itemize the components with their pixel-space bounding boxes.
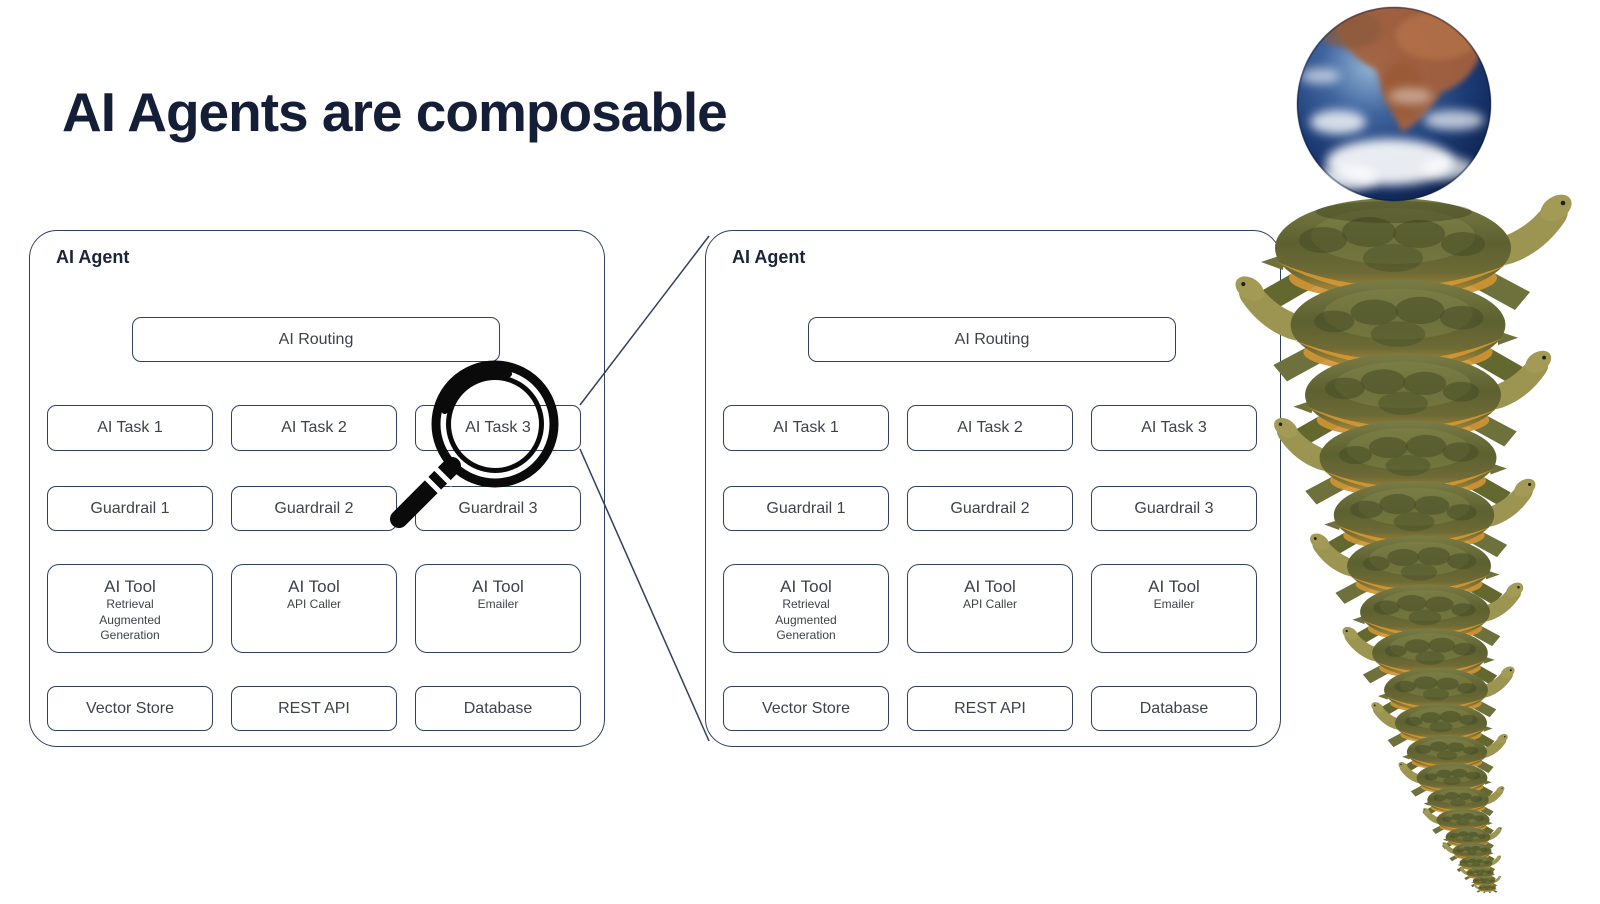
ai-task-1-box: AI Task 1 [723, 405, 889, 451]
vector-store-box: Vector Store [47, 686, 213, 731]
agent-panel-label: AI Agent [732, 247, 806, 267]
page-title: AI Agents are composable [62, 81, 728, 143]
ai-tool-rag-box: AI Tool Retrieval Augmented Generation [47, 564, 213, 653]
ai-tool-subtitle: Emailer [1153, 597, 1195, 612]
ai-tool-title: AI Tool [964, 577, 1016, 596]
ai-tool-subtitle: Retrieval Augmented Generation [775, 597, 837, 643]
ai-tool-title: AI Tool [1148, 577, 1200, 596]
agent-panel-right: AI Agent AI Routing AI Task 1 AI Task 2 … [705, 230, 1281, 747]
ai-tool-emailer-box: AI Tool Emailer [415, 564, 581, 653]
ai-tool-emailer-box: AI Tool Emailer [1091, 564, 1257, 653]
guardrail-2-box: Guardrail 2 [907, 486, 1073, 531]
ai-tool-title: AI Tool [104, 577, 156, 596]
ai-routing-box: AI Routing [132, 317, 500, 362]
guardrail-2-box: Guardrail 2 [231, 486, 397, 531]
ai-tool-subtitle: API Caller [286, 597, 342, 612]
guardrail-1-box: Guardrail 1 [723, 486, 889, 531]
ai-tool-subtitle: Retrieval Augmented Generation [99, 597, 161, 643]
ai-task-2-box: AI Task 2 [231, 405, 397, 451]
turtle-stack-image [1230, 189, 1577, 894]
earth-image [1296, 6, 1492, 202]
rest-api-box: REST API [907, 686, 1073, 731]
database-box: Database [1091, 686, 1257, 731]
rest-api-box: REST API [231, 686, 397, 731]
ai-tool-api-caller-box: AI Tool API Caller [907, 564, 1073, 653]
guardrail-3-box: Guardrail 3 [1091, 486, 1257, 531]
ai-tool-subtitle: API Caller [962, 597, 1018, 612]
ai-task-3-box: AI Task 3 [415, 405, 581, 451]
agent-panel-label: AI Agent [56, 247, 130, 267]
guardrail-3-box: Guardrail 3 [415, 486, 581, 531]
ai-task-2-box: AI Task 2 [907, 405, 1073, 451]
agent-panel-left: AI Agent AI Routing AI Task 1 AI Task 2 … [29, 230, 605, 747]
ai-tool-title: AI Tool [780, 577, 832, 596]
database-box: Database [415, 686, 581, 731]
ai-tool-title: AI Tool [472, 577, 524, 596]
ai-task-1-box: AI Task 1 [47, 405, 213, 451]
ai-tool-rag-box: AI Tool Retrieval Augmented Generation [723, 564, 889, 653]
ai-tool-subtitle: Emailer [477, 597, 519, 612]
ai-tool-title: AI Tool [288, 577, 340, 596]
vector-store-box: Vector Store [723, 686, 889, 731]
guardrail-1-box: Guardrail 1 [47, 486, 213, 531]
ai-routing-box: AI Routing [808, 317, 1176, 362]
ai-task-3-box: AI Task 3 [1091, 405, 1257, 451]
ai-tool-api-caller-box: AI Tool API Caller [231, 564, 397, 653]
